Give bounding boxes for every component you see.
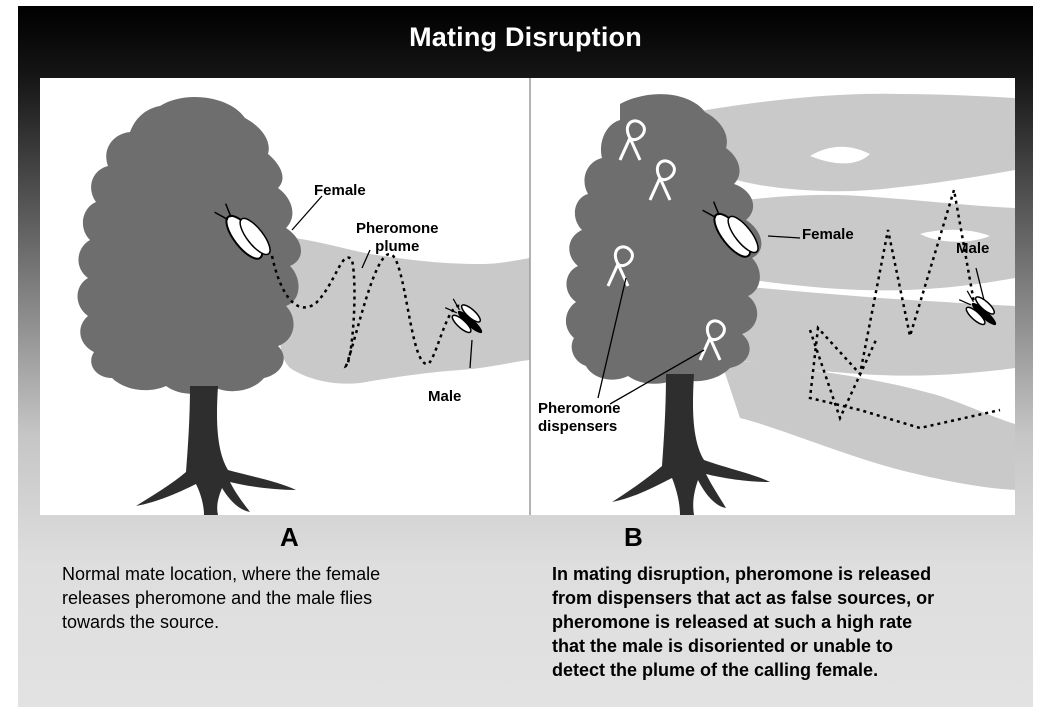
caption-b: In mating disruption, pheromone is relea… (552, 562, 1022, 682)
label-male-a: Male (428, 388, 461, 406)
pheromone-plume-a (269, 236, 530, 384)
leader-female-a (292, 196, 322, 230)
diagram-frame: Mating Disruption (18, 6, 1033, 707)
panels-illustration (40, 78, 1015, 515)
label-male-b: Male (956, 240, 989, 258)
panel-a-letter: A (280, 522, 299, 553)
panels-area: Female Pheromone plume Male Female Male … (40, 78, 1015, 515)
label-female-b: Female (802, 226, 854, 244)
caption-a: Normal mate location, where the female r… (62, 562, 502, 634)
panel-b-letter: B (624, 522, 643, 553)
pheromone-plume-b4 (720, 358, 1015, 490)
label-pheromone-plume-a: Pheromone plume (356, 220, 439, 256)
diagram-title: Mating Disruption (18, 22, 1033, 53)
label-pheromone-dispensers: Pheromone dispensers (538, 400, 621, 436)
panel-a-illustration (78, 97, 531, 515)
label-female-a: Female (314, 182, 366, 200)
panel-b-illustration (566, 94, 1015, 515)
tree-a-trunk (136, 386, 296, 515)
